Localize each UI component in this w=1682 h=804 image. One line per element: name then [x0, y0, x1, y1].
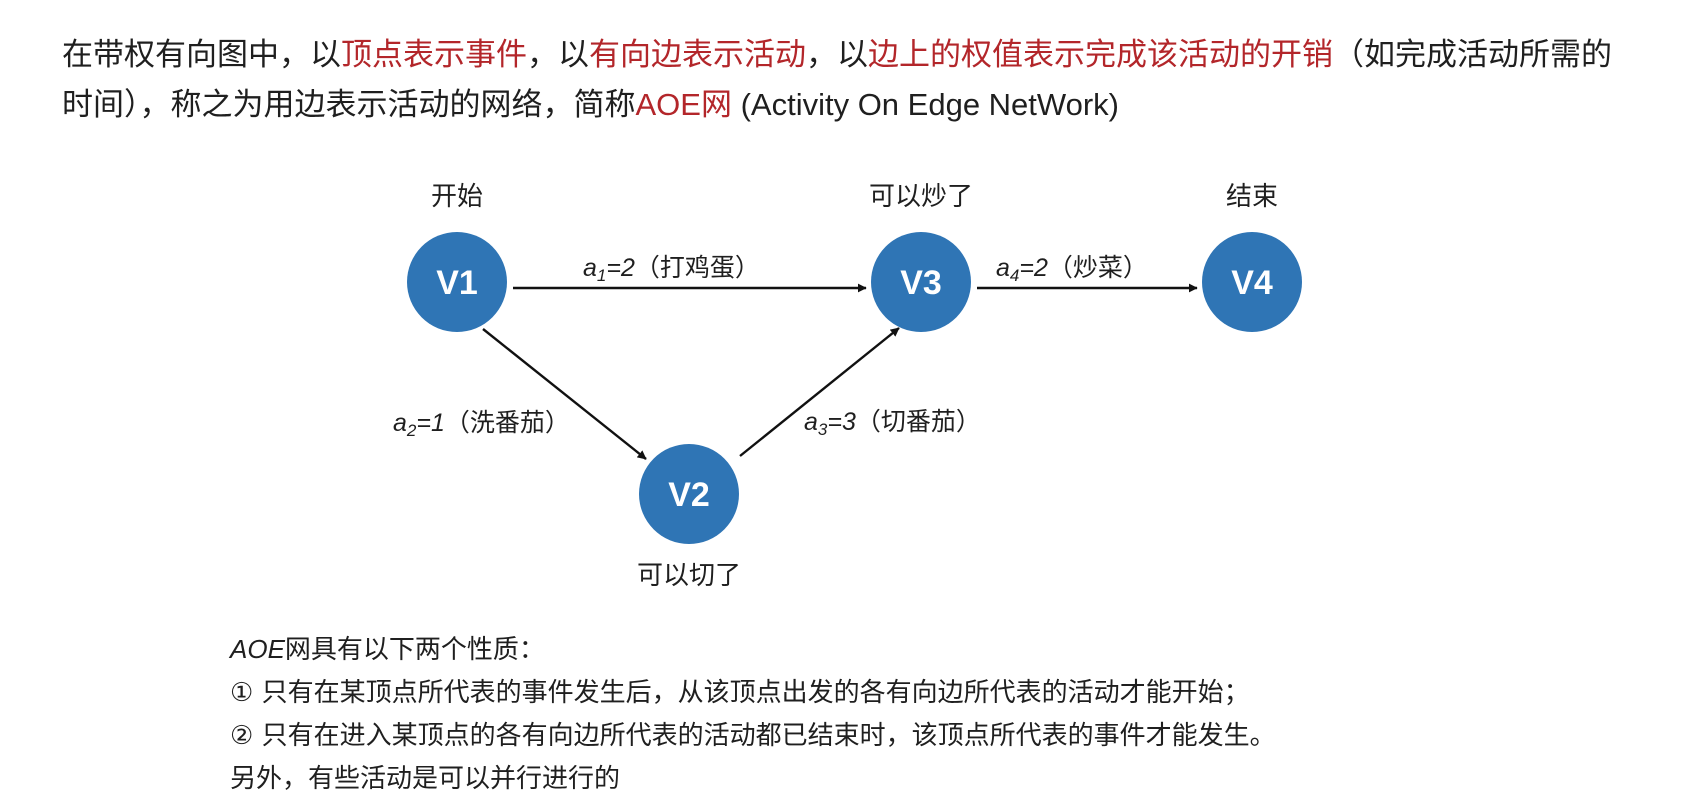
node-circle-v4	[1202, 232, 1302, 332]
node-v1: V1 开始	[407, 182, 507, 332]
node-label-v2: V2	[668, 476, 710, 514]
node-circle-v2	[639, 444, 739, 544]
node-label-v1: V1	[436, 264, 478, 302]
intro-highlight-aoe: AOE网	[635, 87, 732, 122]
intro-text-5: (Activity On Edge NetWork)	[731, 87, 1119, 122]
edge-label-a1: a1=2（打鸡蛋）	[583, 253, 760, 285]
event-label-v2: 可以切了	[637, 561, 741, 591]
node-circle-v1	[407, 232, 507, 332]
edge-label-a2: a2=1（洗番茄）	[393, 408, 570, 440]
edge-arrow-v1-v2	[482, 328, 647, 460]
properties-title-rest: 网具有以下两个性质：	[284, 635, 545, 665]
edge-arrow-v2-v3	[739, 327, 900, 457]
edge-label-a3: a3=3（切番茄）	[804, 407, 981, 439]
edges-layer: a1=2（打鸡蛋） a2=1（洗番茄） a3=3（切番茄） a4=2（炒菜）	[393, 253, 1198, 460]
event-label-v3: 可以炒了	[869, 182, 973, 212]
intro-highlight-weight-cost: 边上的权值表示完成该活动的开销	[868, 37, 1333, 73]
property-item-2: ② 只有在进入某顶点的各有向边所代表的活动都已结束时，该顶点所代表的事件才能发生…	[230, 721, 1276, 751]
properties-title-term: AOE	[230, 634, 285, 664]
node-v3: V3 可以炒了	[869, 182, 973, 332]
node-label-v4: V4	[1231, 264, 1273, 302]
property-item-1: ① 只有在某顶点所代表的事件发生后，从该顶点出发的各有向边所代表的活动才能开始；	[230, 678, 1250, 708]
intro-highlight-edge-activity: 有向边表示活动	[589, 37, 806, 73]
properties-note: 另外，有些活动是可以并行进行的	[230, 764, 621, 794]
intro-text-4: （如完成活动所需的时间），称之为用边表示活动的网络，简称	[62, 37, 1612, 123]
node-v4: V4 结束	[1202, 182, 1302, 332]
node-v2: V2 可以切了	[637, 444, 741, 591]
intro-text-1: 在带权有向图中，以	[62, 37, 341, 73]
properties-block: AOE网具有以下两个性质： ① 只有在某顶点所代表的事件发生后，从该顶点出发的各…	[230, 628, 1276, 801]
node-label-v3: V3	[900, 264, 942, 302]
intro-paragraph: 在带权有向图中，以顶点表示事件，以有向边表示活动，以边上的权值表示完成该活动的开…	[62, 30, 1622, 130]
nodes-layer: V1 开始 V2 可以切了 V3 可以炒了 V4 结束	[407, 182, 1302, 591]
intro-highlight-vertex-event: 顶点表示事件	[341, 37, 527, 73]
properties-title: AOE网具有以下两个性质：	[230, 628, 1276, 672]
event-label-v1: 开始	[431, 182, 483, 212]
event-label-v4: 结束	[1226, 182, 1278, 212]
edge-label-a4: a4=2（炒菜）	[996, 253, 1148, 285]
intro-text-2: ，以	[527, 37, 589, 73]
node-circle-v3	[871, 232, 971, 332]
intro-text-3: ，以	[806, 37, 868, 73]
